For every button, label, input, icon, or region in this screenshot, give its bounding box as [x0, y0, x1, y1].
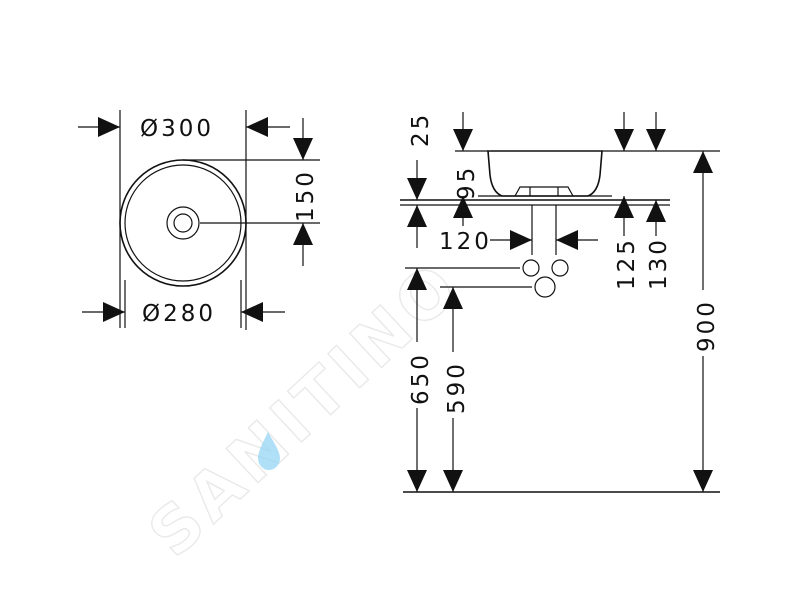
dim-arrow [246, 117, 268, 137]
basin-foot [514, 186, 574, 197]
waste-outlet [534, 276, 556, 298]
dim-rim-height: 25 [408, 112, 434, 147]
dim-arrow [453, 196, 473, 218]
dim-arrow [443, 470, 463, 492]
dim-arrow [510, 230, 532, 250]
basin-side-outline [487, 150, 603, 197]
dim-outer-diameter: Ø300 [140, 116, 214, 142]
dim-height-590: 590 [444, 361, 470, 414]
dim-arrow [453, 129, 473, 151]
dim-height-125: 125 [614, 237, 640, 290]
dim-arrow [614, 129, 634, 151]
dim-arrow [407, 178, 427, 200]
dim-arrow [241, 302, 263, 322]
dim-height-130: 130 [646, 237, 672, 290]
connection-right [551, 259, 569, 277]
dim-arrow [614, 196, 634, 218]
dim-arrow [407, 205, 427, 227]
dim-arrow [103, 302, 125, 322]
dim-arrow [693, 470, 713, 492]
dim-arrow [693, 151, 713, 173]
water-drop-icon [258, 432, 280, 470]
dim-arrow [646, 129, 666, 151]
dim-arrow [293, 138, 313, 160]
watermark-text: SANITINO [135, 247, 475, 571]
dim-total-height: 900 [694, 299, 720, 352]
dim-inner-diameter: Ø280 [142, 301, 216, 327]
watermark: SANITINO [135, 247, 477, 573]
dim-height-650: 650 [408, 352, 434, 405]
connection-left [522, 259, 540, 277]
dim-arrow [98, 117, 120, 137]
dim-arrow [407, 268, 427, 290]
dim-half-height: 150 [293, 169, 319, 222]
side-view: 25 95 120 125 130 650 [400, 112, 720, 493]
dim-arrow [407, 470, 427, 492]
dim-waste-offset: 120 [439, 229, 492, 255]
plan-view: Ø300 Ø280 150 [78, 110, 320, 330]
drain-outer-circle [166, 206, 200, 240]
dim-arrow [443, 287, 463, 309]
dim-bowl-height: 95 [454, 165, 480, 200]
drain-inner-circle [173, 213, 193, 233]
dim-arrow [646, 200, 666, 222]
dim-arrow [293, 223, 313, 245]
dim-arrow [556, 230, 578, 250]
